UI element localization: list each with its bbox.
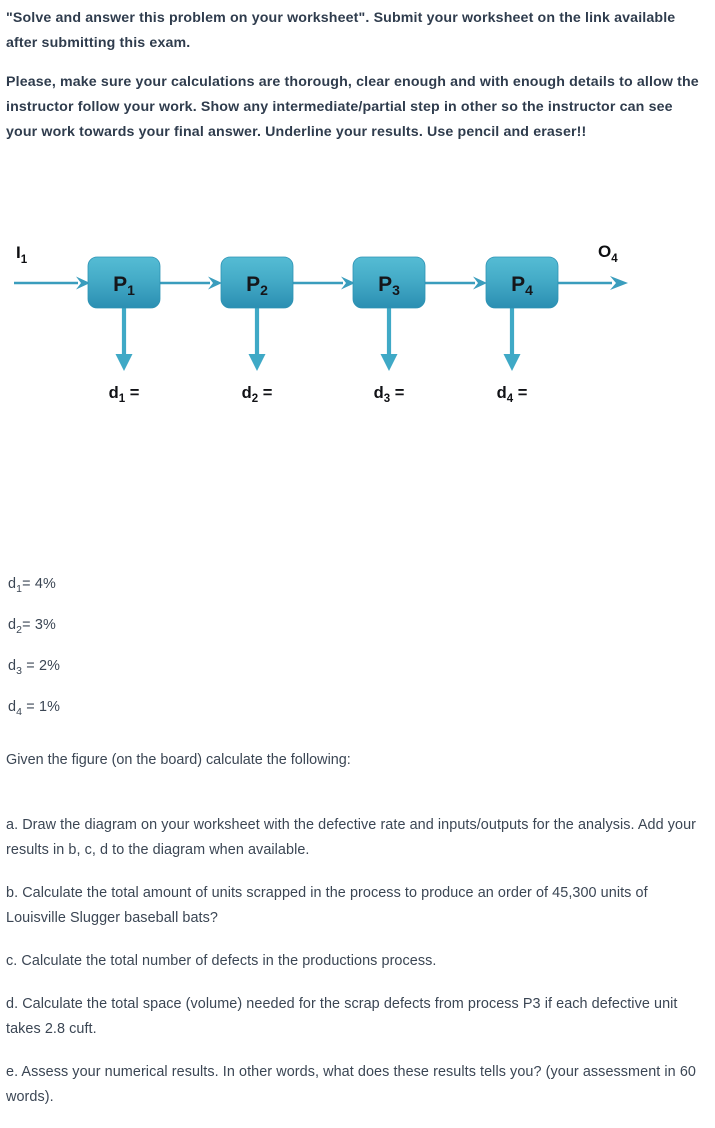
defect-rate-3: d3 = 2% (8, 657, 61, 677)
connector-arrow-3 (425, 276, 487, 290)
defect-arrow-3 (380, 306, 398, 371)
output-label: O4 (598, 242, 618, 265)
defect-rate-2: d2= 3% (8, 616, 56, 636)
process-flow-diagram: I1 O4 (0, 232, 715, 412)
input-label: I1 (16, 243, 28, 266)
question-b: b. Calculate the total amount of units s… (6, 885, 648, 926)
input-arrow (14, 276, 90, 290)
defect-arrow-4 (503, 306, 521, 371)
defect-label-2: d2 = (242, 384, 273, 405)
question-a: a. Draw the diagram on your worksheet wi… (6, 817, 697, 858)
instructions-block: "Solve and answer this problem on your w… (6, 6, 707, 159)
defect-rate-4: d4 = 1% (8, 698, 61, 718)
process-box-2: P2 (220, 256, 294, 309)
questions-lead: Given the figure (on the board) calculat… (6, 752, 351, 768)
defect-label-4: d4 = (497, 384, 528, 405)
connector-arrow-1 (160, 276, 222, 290)
question-c: c. Calculate the total number of defects… (6, 953, 437, 969)
defect-rate-1: d1= 4% (8, 576, 56, 595)
instruction-paragraph-2: Please, make sure your calculations are … (6, 74, 699, 140)
question-e: e. Assess your numerical results. In oth… (6, 1064, 696, 1105)
question-d: d. Calculate the total space (volume) ne… (6, 996, 678, 1037)
questions-block: Given the figure (on the board) calculat… (6, 748, 707, 1128)
process-box-4: P4 (485, 256, 559, 309)
connector-arrow-2 (293, 276, 355, 290)
defect-label-1: d1 = (109, 384, 140, 405)
output-arrow (558, 276, 628, 290)
defect-label-3: d3 = (374, 384, 405, 405)
instruction-paragraph-1: "Solve and answer this problem on your w… (6, 10, 676, 51)
process-box-1: P1 (87, 256, 161, 309)
process-box-3: P3 (352, 256, 426, 309)
defect-rate-list: d1= 4% d2= 3% d3 = 2% d4 = 1% (8, 566, 308, 730)
defect-arrow-2 (248, 306, 266, 371)
defect-arrow-1 (115, 306, 133, 371)
